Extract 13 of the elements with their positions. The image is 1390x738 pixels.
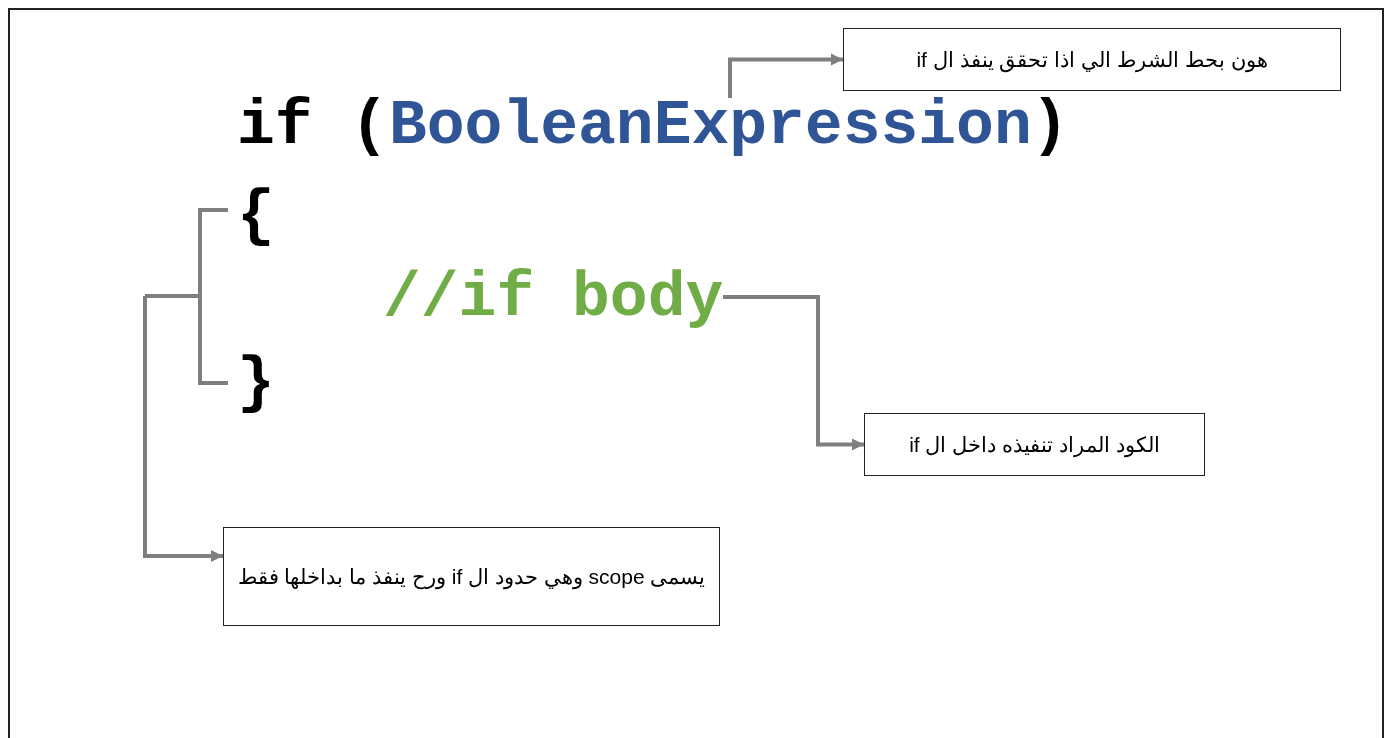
callout-box: الكود المراد تنفيذه داخل ال if bbox=[864, 413, 1205, 476]
code-paren: ) bbox=[1031, 98, 1069, 156]
code-brace: { bbox=[237, 188, 275, 246]
leader-arrow bbox=[728, 53, 843, 98]
leader-arrow bbox=[143, 296, 223, 562]
condition-code: BooleanExpression bbox=[389, 98, 1032, 156]
scope-bracket bbox=[145, 205, 228, 388]
comment-code: //if body bbox=[383, 270, 723, 328]
code-brace: } bbox=[237, 355, 275, 413]
code-keyword: if ( bbox=[237, 98, 389, 156]
leader-arrow bbox=[723, 295, 864, 451]
callout-box: يسمى scope وهي حدود ال if ورح ينفذ ما بداخلها فقط bbox=[223, 527, 720, 626]
callout-box: هون بحط الشرط الي اذا تحقق ينفذ ال if bbox=[843, 28, 1341, 91]
